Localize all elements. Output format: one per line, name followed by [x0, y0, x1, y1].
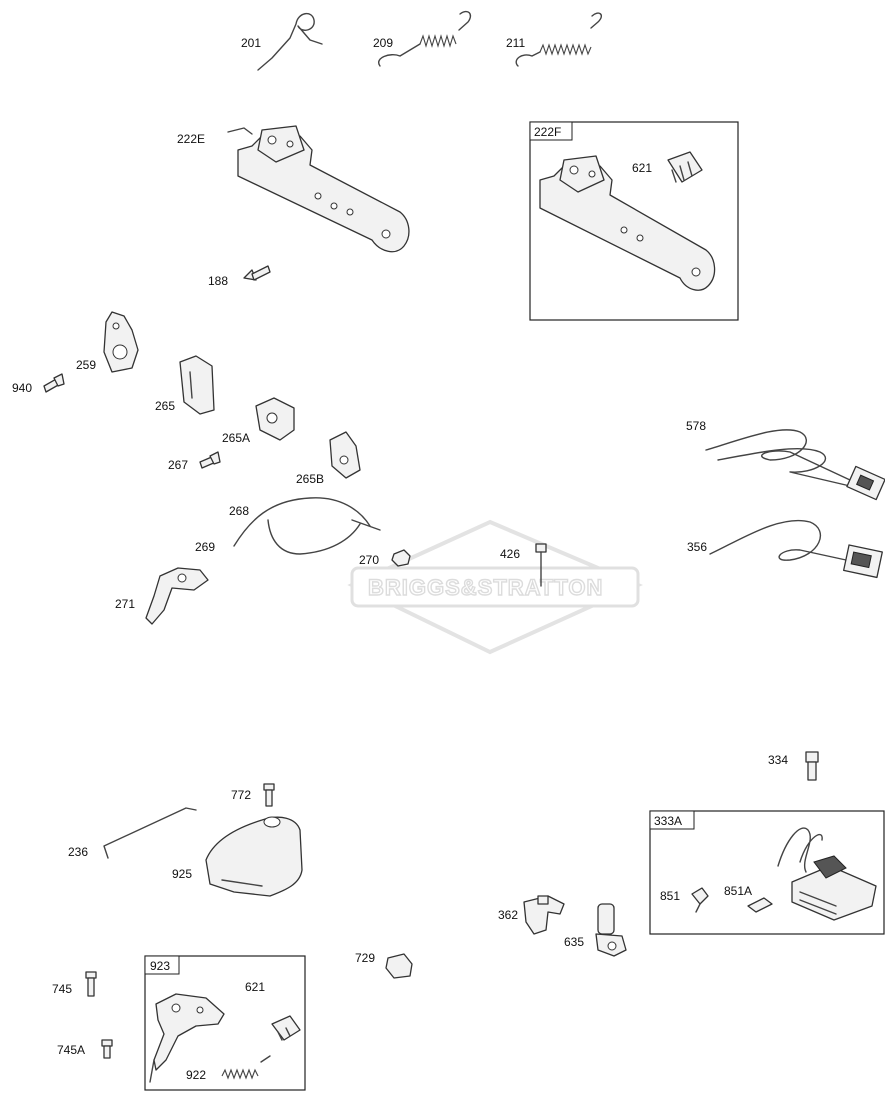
callout-851: 851 [660, 889, 680, 903]
callout-271: 271 [115, 597, 135, 611]
callout-745: 745 [52, 982, 72, 996]
callout-621-bottom: 621 [245, 980, 265, 994]
callout-265B: 265B [296, 472, 324, 486]
part-209-spring[interactable] [378, 10, 472, 67]
part-621-clip-top[interactable] [667, 151, 703, 183]
part-923-governor-lever[interactable] [149, 993, 225, 1083]
part-268-cable[interactable] [233, 497, 381, 555]
callout-426: 426 [500, 547, 520, 561]
part-271-lever[interactable] [145, 567, 209, 625]
part-940-screw[interactable] [43, 373, 65, 393]
part-265A-block[interactable] [255, 397, 295, 441]
callout-745A: 745A [57, 1043, 85, 1057]
part-851-clip[interactable] [691, 887, 709, 913]
part-426-screw[interactable] [535, 543, 547, 587]
part-334-bolt[interactable] [805, 751, 819, 781]
callout-236: 236 [68, 845, 88, 859]
callout-362: 362 [498, 908, 518, 922]
part-635-boot[interactable] [595, 903, 627, 957]
part-222F-bracket[interactable] [539, 155, 716, 291]
kit-923-box [144, 955, 306, 1091]
part-333A-armature[interactable] [777, 827, 877, 921]
callout-635: 635 [564, 935, 584, 949]
callout-270: 270 [359, 553, 379, 567]
callout-922: 922 [186, 1068, 206, 1082]
part-772-screw[interactable] [263, 783, 275, 807]
part-729-grommet[interactable] [385, 953, 413, 979]
part-356-wire[interactable] [709, 519, 883, 579]
box-label-923: 923 [150, 959, 170, 973]
box-label-222F: 222F [534, 125, 561, 139]
callout-621-top: 621 [632, 161, 652, 175]
callout-268: 268 [229, 504, 249, 518]
callout-201: 201 [241, 36, 261, 50]
part-211-spring[interactable] [515, 12, 602, 67]
callout-265: 265 [155, 399, 175, 413]
kit-333A-box [649, 810, 885, 935]
callout-334: 334 [768, 753, 788, 767]
part-745A-screw[interactable] [101, 1039, 113, 1059]
part-922-spring[interactable] [221, 1055, 271, 1080]
part-851A-terminal[interactable] [747, 897, 773, 913]
callout-772: 772 [231, 788, 251, 802]
callout-729: 729 [355, 951, 375, 965]
callout-259: 259 [76, 358, 96, 372]
callout-356: 356 [687, 540, 707, 554]
watermark-text: BRIGGS&STRATTON [368, 575, 603, 600]
part-188-bolt[interactable] [243, 265, 271, 281]
callout-578: 578 [686, 419, 706, 433]
callout-211: 211 [506, 36, 525, 50]
callout-267: 267 [168, 458, 188, 472]
part-267-screw[interactable] [199, 451, 221, 469]
part-236-link[interactable] [103, 807, 197, 859]
kit-222F-box [529, 121, 739, 321]
part-925-cover[interactable] [205, 816, 303, 897]
part-270-nut[interactable] [391, 549, 411, 567]
callout-209: 209 [373, 36, 393, 50]
part-362-elbow[interactable] [523, 895, 565, 935]
part-265B-plate[interactable] [329, 431, 361, 479]
box-label-333A: 333A [654, 814, 682, 828]
callout-269: 269 [195, 540, 215, 554]
part-621-clip-bottom[interactable] [271, 1015, 301, 1041]
brand-watermark: BRIGGS&STRATTON [347, 519, 643, 655]
callout-188: 188 [208, 274, 228, 288]
part-259-plate[interactable] [103, 311, 139, 373]
part-745-screw[interactable] [85, 971, 97, 997]
part-201-clip[interactable] [257, 13, 323, 71]
callout-940: 940 [12, 381, 32, 395]
callout-265A: 265A [222, 431, 250, 445]
part-222E-bracket[interactable] [227, 125, 410, 253]
part-578-harness[interactable] [705, 429, 885, 501]
callout-222E: 222E [177, 132, 205, 146]
part-265-bracket[interactable] [179, 355, 215, 415]
callout-925: 925 [172, 867, 192, 881]
callout-851A: 851A [724, 884, 752, 898]
